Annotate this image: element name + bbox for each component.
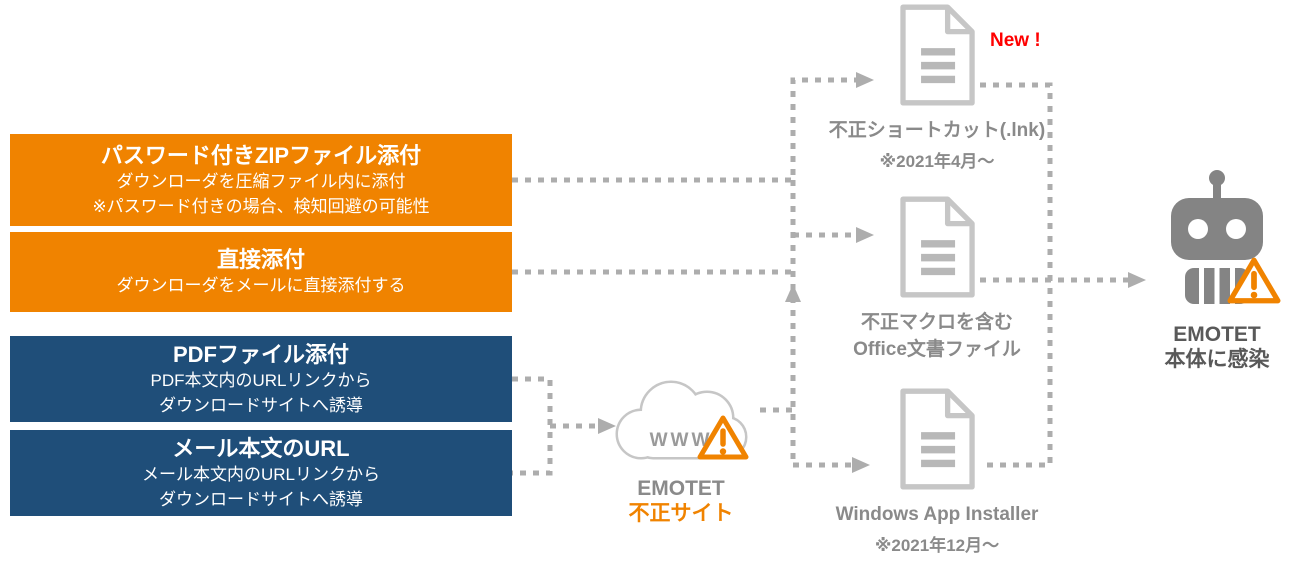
method-line: ダウンロードサイトへ誘導 — [159, 489, 363, 509]
warning-triangle-icon — [697, 415, 749, 460]
site-name: EMOTET — [637, 477, 725, 500]
payload-label: Windows App Installer — [835, 504, 1039, 525]
cloud-wrap: WWW — [605, 374, 757, 464]
method-box-direct-attach: 直接添付 ダウンローダをメールに直接添付する — [10, 232, 512, 312]
method-line: ※パスワード付きの場合、検知回避の可能性 — [92, 196, 430, 216]
www-text: WWW — [650, 430, 713, 451]
method-title: PDFファイル添付 — [172, 341, 349, 367]
target-caption: 本体に感染 — [1164, 348, 1270, 372]
warning-triangle-icon — [1227, 257, 1281, 304]
method-line: ダウンローダを圧縮ファイル内に添付 — [116, 172, 406, 192]
payload-date: ※2021年12月〜 — [874, 535, 1000, 555]
method-box-pdf-attach: PDFファイル添付 PDF本文内のURLリンクから ダウンロードサイトへ誘導 — [10, 336, 512, 422]
payload-windows-app-installer: Windows App Installer ※2021年12月〜 — [802, 388, 1072, 556]
target-name: EMOTET — [1173, 323, 1261, 346]
document-icon-wrap — [894, 196, 980, 303]
payload-office-doc: 不正マクロを含む Office文書ファイル — [802, 196, 1072, 362]
method-box-mail-url: メール本文のURL メール本文内のURLリンクから ダウンロードサイトへ誘導 — [10, 430, 512, 516]
robot-wrap — [1165, 168, 1281, 314]
site-type: 不正サイト — [628, 502, 734, 526]
payload-shortcut-lnk: New ! 不正ショートカット(.lnk) ※2021年4月〜 — [802, 4, 1072, 172]
payload-label: 不正マクロを含む — [860, 312, 1013, 333]
document-icon-wrap — [894, 388, 980, 495]
method-title: パスワード付きZIPファイル添付 — [100, 142, 422, 168]
payload-label: Office文書ファイル — [853, 338, 1021, 360]
malicious-site: WWW EMOTET 不正サイト — [596, 374, 766, 526]
new-badge: New ! — [990, 30, 1041, 51]
arrow-heads — [598, 72, 1146, 473]
method-line: メール本文内のURLリンクから — [141, 465, 380, 485]
method-line: ダウンローダをメールに直接添付する — [116, 276, 406, 296]
document-icon — [900, 196, 975, 298]
method-line: ダウンロードサイトへ誘導 — [159, 395, 363, 415]
payload-label: 不正ショートカット(.lnk) — [828, 120, 1046, 141]
method-title: 直接添付 — [216, 247, 305, 273]
payload-date: ※2021年4月〜 — [879, 151, 995, 171]
method-title: メール本文のURL — [172, 435, 350, 461]
arrow-zip-to-hub — [512, 77, 856, 183]
connector-payloads-right — [980, 82, 1053, 468]
connector-pdf-mailurl — [512, 376, 553, 476]
method-box-password-zip: パスワード付きZIPファイル添付 ダウンローダを圧縮ファイル内に添付 ※パスワー… — [10, 134, 512, 226]
infection-target: EMOTET 本体に感染 — [1152, 168, 1282, 372]
method-line: PDF本文内のURLリンクから — [150, 371, 372, 391]
document-icon — [900, 388, 975, 490]
document-icon — [900, 4, 975, 106]
document-icon-wrap: New ! — [894, 4, 1041, 111]
